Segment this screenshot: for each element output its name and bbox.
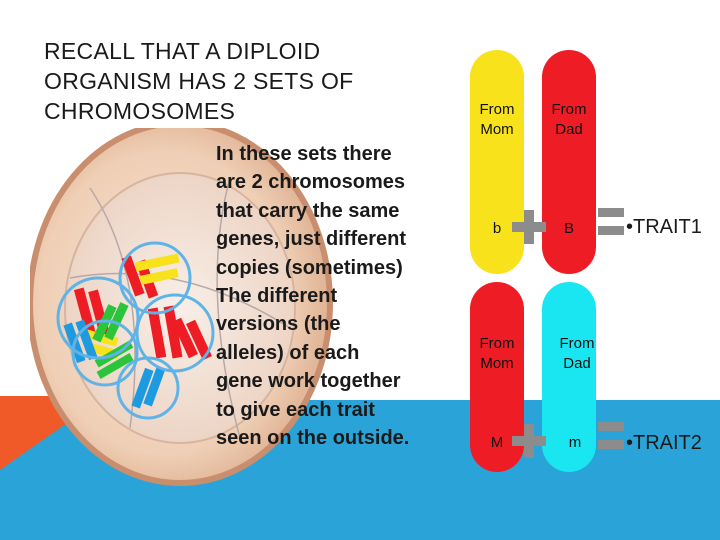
- label-from-mom-2: From Mom: [479, 335, 515, 372]
- allele-b: b: [492, 220, 502, 237]
- cell-illustration: [30, 128, 333, 486]
- dash-mark-2b: [598, 440, 624, 449]
- allele-M: M: [490, 434, 504, 451]
- plus-icon-1: [512, 210, 546, 244]
- plus-icon-2: [512, 424, 546, 458]
- slide-title: RECALL THAT A DIPLOID ORGANISM HAS 2 SET…: [44, 38, 354, 124]
- chromosome-dad-2: [542, 282, 596, 472]
- chromosome-mom-1: [470, 50, 524, 274]
- allele-m: m: [568, 434, 582, 451]
- slide-body-text: In these sets there are 2 chromosomes th…: [216, 143, 410, 450]
- label-from-dad-2: From Dad: [559, 335, 595, 372]
- dash-mark-1a: [598, 208, 624, 217]
- chromosome-dad-1: [542, 50, 596, 274]
- allele-circles: [56, 241, 215, 420]
- dash-mark-2a: [598, 422, 624, 431]
- allele-B: B: [563, 220, 574, 237]
- label-from-mom-1: From Mom: [479, 101, 515, 138]
- trait-2-label: •TRAIT2: [626, 432, 702, 454]
- trait-1-label: •TRAIT1: [626, 216, 702, 238]
- dash-mark-1b: [598, 226, 624, 235]
- label-from-dad-1: From Dad: [551, 101, 587, 138]
